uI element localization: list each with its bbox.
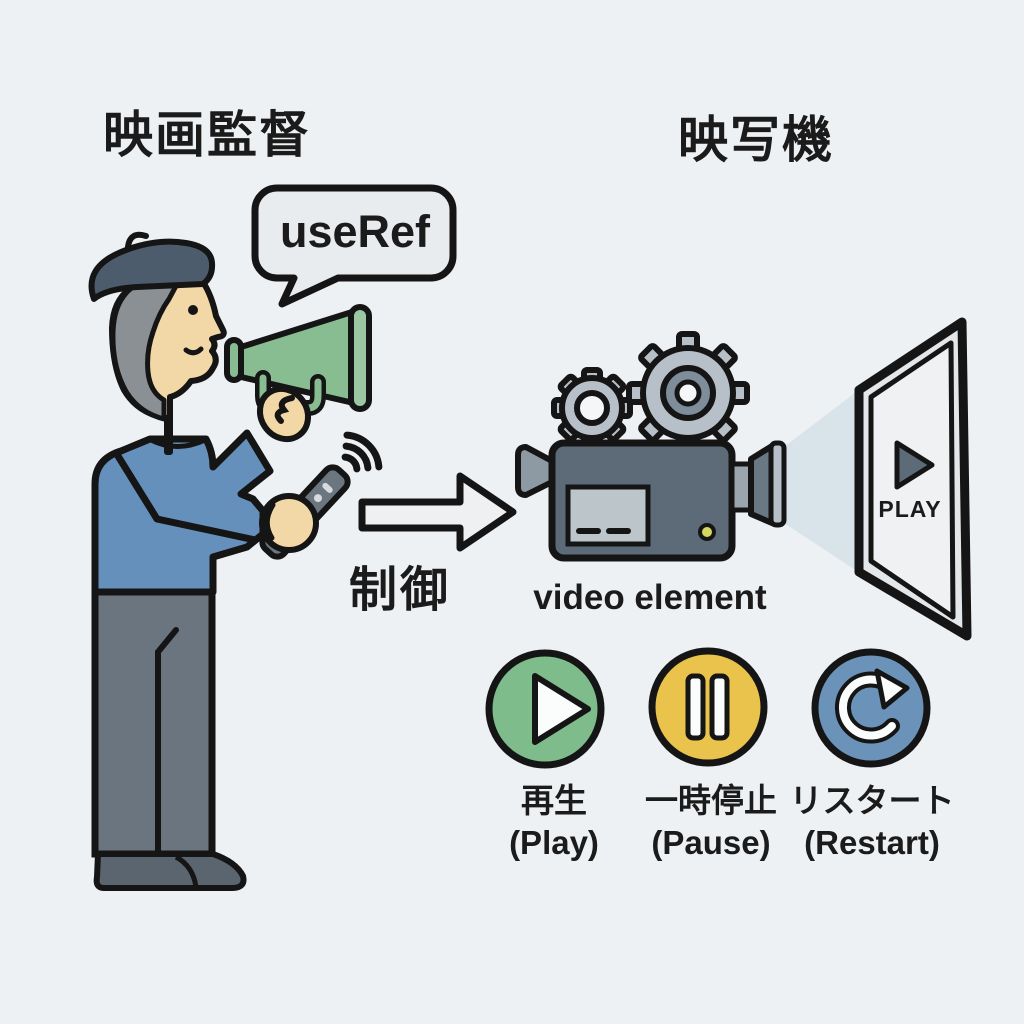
camera-left-horn [515, 444, 555, 498]
playback-buttons [485, 647, 931, 769]
restart-button-label: リスタート (Restart) [777, 780, 967, 864]
shoe-divider [174, 854, 199, 888]
projection-screen [854, 317, 972, 641]
play-button [485, 649, 605, 769]
thumb-line [264, 502, 276, 541]
remote-hand [259, 493, 319, 553]
remote-control [259, 464, 351, 560]
gear-small-icon [551, 367, 633, 449]
gear-big-icon [626, 331, 750, 455]
sweater-torso [91, 429, 274, 596]
film-camera [515, 331, 787, 562]
control-label: 制御 [348, 564, 451, 617]
megaphone-icon [224, 304, 372, 443]
light-beam [784, 389, 860, 573]
pause-label-jp: 一時停止 [645, 782, 777, 819]
hair [110, 282, 179, 422]
restart-label-jp: リスタート [789, 782, 955, 819]
signal-waves-icon [341, 431, 383, 473]
control-arrow [358, 472, 517, 552]
shoes [93, 851, 247, 891]
pants-crease [155, 627, 179, 856]
remote-button-dot [313, 494, 322, 503]
screen-play-label: PLAY [878, 496, 942, 522]
pause-icon [685, 673, 730, 741]
eye [188, 305, 198, 315]
arm-contour-line [114, 452, 259, 544]
pause-button [648, 647, 768, 767]
director-figure [88, 231, 274, 891]
megaphone-rim [348, 304, 372, 412]
speech-bubble [251, 184, 457, 308]
restart-icon [834, 668, 910, 744]
camera-indicator-light [698, 523, 716, 541]
play-icon [532, 673, 591, 745]
screen-play-icon [894, 440, 935, 490]
pants [91, 588, 216, 858]
lens-rim [768, 440, 787, 528]
restart-label-en: (Restart) [804, 824, 940, 862]
smile [183, 346, 204, 356]
pause-button-label: 一時停止 (Pause) [621, 780, 801, 864]
pause-label-en: (Pause) [651, 824, 771, 862]
beret [88, 238, 216, 302]
remote-button-dash [322, 482, 333, 493]
beret-stem [125, 231, 149, 250]
play-label-jp: 再生 [521, 782, 587, 819]
play-label-en: (Play) [509, 824, 599, 862]
megaphone-hand [256, 385, 312, 443]
play-button-label: 再生 (Play) [464, 780, 644, 864]
projector-title: 映写機 [678, 112, 834, 168]
collar-line [149, 437, 207, 449]
hand-fingers-line [274, 395, 295, 424]
restart-button [811, 648, 931, 768]
video-element-label: video element [533, 578, 767, 617]
camera-panel [565, 484, 651, 547]
speech-bubble-text: useRef [279, 206, 431, 257]
director-title: 映画監督 [103, 107, 311, 163]
